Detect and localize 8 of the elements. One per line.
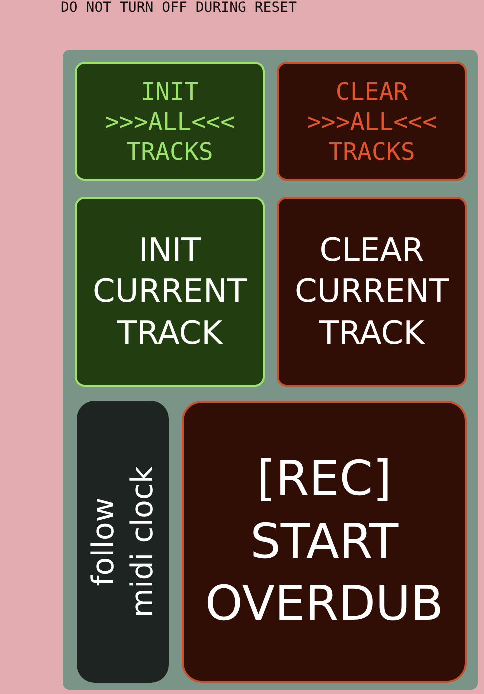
clear-all-tracks-button: CLEAR >>>ALL<<< TRACKS bbox=[277, 62, 467, 181]
button-panel bbox=[63, 50, 478, 690]
clear-track-button: CLEAR CURRENT TRACK bbox=[277, 197, 467, 387]
follow-midi-clock-toggle: follow midi clock bbox=[77, 401, 169, 683]
record-overdub-button: [REC] START OVERDUB bbox=[182, 401, 467, 683]
init-track-button: INIT CURRENT TRACK bbox=[75, 197, 265, 387]
init-all-tracks-button: INIT >>>ALL<<< TRACKS bbox=[75, 62, 265, 181]
warning-note: DO NOT TURN OFF DURING RESET bbox=[61, 0, 298, 16]
